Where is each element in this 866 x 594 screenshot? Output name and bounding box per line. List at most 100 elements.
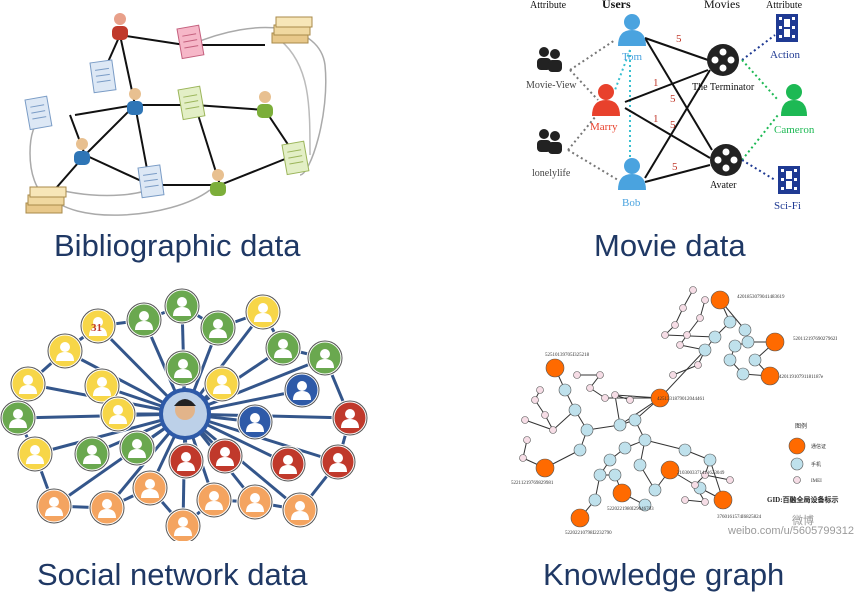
attr-movie-view: Movie-View: [526, 80, 577, 91]
user-icon: [618, 14, 646, 46]
kg-phone-node: [558, 383, 572, 397]
node-ring: [17, 436, 53, 472]
legend-item: 通信证: [811, 443, 826, 450]
group-icon: [537, 129, 562, 154]
person-body-icon: [174, 369, 192, 378]
node-ring: [245, 294, 281, 330]
kg-imei-node: [573, 371, 581, 379]
kg-phone-node: [633, 458, 647, 472]
social-person-node: [118, 429, 156, 467]
node-ring: [84, 368, 120, 404]
person-body-icon: [177, 462, 195, 471]
node-ring: [200, 310, 236, 346]
person-icon: [127, 88, 143, 115]
social-person-node: [16, 435, 54, 473]
document-icon: [281, 140, 310, 176]
calendar-label: 31: [91, 322, 102, 334]
document-icon: [176, 24, 205, 60]
user-marry: Marry: [590, 121, 618, 133]
social-person-node: [164, 507, 202, 541]
person-body-icon: [173, 307, 191, 316]
user-icon: [618, 158, 646, 190]
kg-imei-node: [691, 481, 699, 489]
curve-link: [279, 39, 311, 156]
kg-phone-node: [573, 443, 587, 457]
person-body-icon: [19, 385, 37, 394]
kg-imei-node: [611, 391, 619, 399]
person-body-icon: [174, 527, 192, 536]
kg-imei-node: [683, 331, 691, 339]
film-reel-icon: [710, 144, 742, 176]
person-body-icon: [141, 489, 159, 498]
node-ring: [270, 446, 306, 482]
document-icon: [137, 164, 165, 199]
social-person-node: [83, 367, 121, 405]
person-head-icon: [345, 409, 355, 419]
rating-label: 1: [653, 113, 659, 125]
document-icon: [24, 95, 53, 131]
user-tom: Tom: [622, 51, 642, 63]
knowledge-graph: 4201853079041483619 52011219769027962I 4…: [511, 286, 839, 536]
person-body-icon: [135, 321, 153, 330]
kg-imei-node: [661, 331, 669, 339]
kg-imei-node: [694, 361, 702, 369]
node-ring: [119, 430, 155, 466]
kg-phone-node: [608, 468, 622, 482]
legend-swatch-pink: [793, 476, 801, 484]
person-head-icon: [278, 339, 288, 349]
kg-phone-node: [748, 353, 762, 367]
kg-id-label: 52211219769829981: [511, 481, 554, 486]
kg-imei-node: [601, 394, 609, 402]
kg-imei-node: [681, 496, 689, 504]
kg-id-label: 4251331879012044461: [657, 397, 705, 402]
legend-footer: GID:百融全局设备标示: [767, 495, 839, 504]
node-ring: [237, 484, 273, 520]
person-body-icon: [45, 507, 63, 516]
kg-phone-node: [638, 433, 652, 447]
node-ring: [80, 308, 116, 344]
kg-edge: [672, 364, 699, 376]
legend-item: IMEI: [811, 479, 822, 484]
person-body-icon: [56, 352, 74, 361]
kg-imei-node: [549, 426, 557, 434]
person-head-icon: [93, 317, 103, 327]
node-ring: [207, 438, 243, 474]
kg-phone-node: [648, 483, 662, 497]
social-person-node: [281, 491, 319, 529]
kg-imei-node: [726, 476, 734, 484]
kg-id-node: [660, 460, 680, 480]
kg-phone-node: [708, 330, 722, 344]
social-person-node: [125, 301, 163, 339]
person-head-icon: [30, 445, 40, 455]
caption-movie: Movie data: [594, 228, 746, 263]
attr-cameron: Cameron: [774, 124, 815, 136]
kg-id-node: [570, 508, 590, 528]
kg-id-node: [545, 358, 565, 378]
person-head-icon: [220, 447, 230, 457]
person-body-icon: [341, 419, 359, 428]
person-head-icon: [97, 377, 107, 387]
rating-label: 5: [672, 161, 678, 173]
rating-links: [624, 37, 713, 183]
kg-phone-node: [603, 453, 617, 467]
person-body-icon: [205, 501, 223, 510]
node-ring: [204, 366, 240, 402]
kg-imei-node: [679, 304, 687, 312]
person-body-icon: [128, 449, 146, 458]
header-attribute-left: Attribute: [530, 0, 567, 11]
header-users: Users: [602, 0, 631, 11]
kg-imei-node: [541, 411, 549, 419]
movie-avater: Avater: [710, 180, 737, 191]
film-strip-icon: [778, 166, 800, 194]
node-ring: [284, 372, 320, 408]
kg-id-node: [612, 483, 632, 503]
person-icon: [257, 91, 273, 118]
kg-phone-node: [568, 403, 582, 417]
film-reel-icon: [707, 44, 739, 76]
person-body-icon: [254, 313, 272, 322]
attr-action: Action: [770, 49, 800, 61]
kg-phone-node: [738, 323, 752, 337]
node-ring: [132, 470, 168, 506]
kg-edge: [644, 439, 686, 451]
document-stack-icon: [25, 186, 67, 214]
